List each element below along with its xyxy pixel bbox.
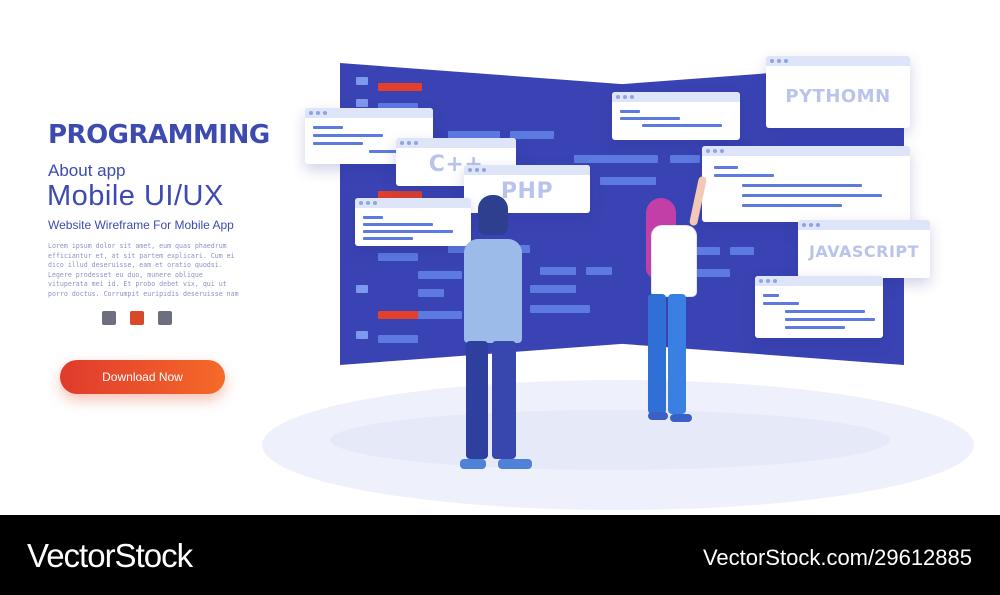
code-window-bottom-right [755, 276, 883, 338]
hero-title: PROGRAMMING [48, 120, 270, 150]
hero-heading: Mobile UI/UX [47, 180, 224, 212]
javascript-code-window: JAVASCRIPT [798, 220, 930, 278]
lorem-line: dico illud deseruisse, eam et oratio quo… [48, 261, 223, 270]
php-label: PHP [500, 179, 554, 204]
image-url: VectorStock.com/29612885 [702, 545, 972, 570]
javascript-label: JAVASCRIPT [808, 242, 920, 261]
hero-tagline: Website Wireframe For Mobile App [48, 218, 234, 232]
lorem-paragraph: Lorem ipsum dolor sit amet, eum quas pha… [48, 242, 248, 300]
lorem-line: porro doctus. Corrumpit euripidis deseru… [48, 289, 239, 298]
python-code-window: PYTHOMN [766, 56, 910, 128]
pagination-dot-2[interactable] [130, 311, 144, 325]
lorem-line: vituperata mei id. Et probo debet vix, q… [48, 280, 227, 289]
pagination-dot-3[interactable] [158, 311, 172, 325]
hero-subtitle: About app [48, 161, 126, 180]
woman-figure [640, 172, 710, 426]
code-window-top-center [612, 92, 740, 140]
brand-logo: VectorStock [27, 537, 193, 574]
code-window-top-left [305, 108, 433, 164]
python-label: PYTHOMN [785, 86, 891, 107]
pagination-dot-1[interactable] [102, 311, 116, 325]
floor-shadow-inner [330, 410, 890, 470]
code-window-left [355, 198, 471, 246]
man-figure [460, 195, 532, 475]
lorem-line: Lorem ipsum dolor sit amet, eum quas pha… [48, 242, 227, 250]
hero-banner: PROGRAMMING About app Mobile UI/UX Websi… [47, 56, 974, 510]
lorem-line: efficiantur et, at sit partem explicari.… [48, 251, 235, 260]
pagination-dots [102, 311, 172, 325]
footer-bar [0, 515, 1000, 595]
download-now-button[interactable]: Download Now [60, 360, 225, 394]
lorem-line: Legere prodesset eu duo, munere oblique [48, 270, 203, 279]
code-window-right [702, 146, 910, 222]
